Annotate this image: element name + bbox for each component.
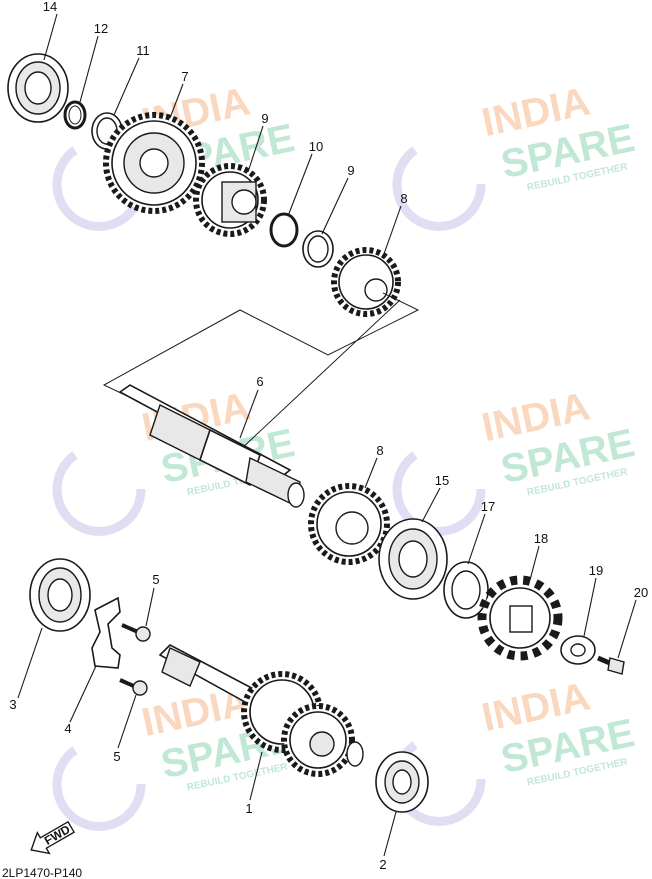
callout-4: 4 bbox=[64, 721, 71, 736]
callout-18: 18 bbox=[534, 531, 548, 546]
callout-3: 3 bbox=[9, 697, 16, 712]
watermark-4: INDIA SPARE REBUILD TOGETHER bbox=[392, 384, 638, 536]
part-11-washer[interactable] bbox=[302, 230, 334, 268]
part-10-gear[interactable] bbox=[331, 247, 401, 317]
callout-1: 1 bbox=[245, 801, 252, 816]
callout-8: 8 bbox=[376, 443, 383, 458]
callout-14: 12 bbox=[94, 21, 108, 36]
callout-17: 17 bbox=[481, 499, 495, 514]
callout-6: 6 bbox=[256, 374, 263, 389]
callout-19: 19 bbox=[589, 563, 603, 578]
callout-16: 14 bbox=[43, 0, 57, 14]
part-5-screw-upper[interactable] bbox=[121, 623, 151, 642]
callout-13: 11 bbox=[136, 43, 150, 58]
fwd-arrow: FWD bbox=[30, 820, 76, 855]
watermark-group: INDIA SPARE INDIA SPARE REBUILD TOGETHER… bbox=[52, 79, 638, 831]
part-5-screw-lower[interactable] bbox=[119, 678, 148, 696]
watermark-2: INDIA SPARE REBUILD TOGETHER bbox=[392, 79, 638, 231]
leader-lines bbox=[17, 13, 637, 857]
part-9-gear[interactable] bbox=[193, 163, 267, 237]
part-15-bearing[interactable] bbox=[378, 518, 448, 600]
callout-20: 20 bbox=[634, 585, 648, 600]
part-12-circlip[interactable] bbox=[269, 212, 299, 248]
part-4-retainer-plate[interactable] bbox=[91, 596, 121, 669]
part-14-circlip[interactable] bbox=[63, 100, 87, 130]
watermark-6: INDIA SPARE REBUILD TOGETHER bbox=[392, 674, 638, 826]
diagram-code: 2LP1470-P140 bbox=[2, 866, 82, 879]
callout-9: 9 bbox=[261, 111, 268, 126]
callout-7: 7 bbox=[181, 69, 188, 84]
callout-15: 15 bbox=[435, 473, 449, 488]
part-7-gear[interactable] bbox=[103, 112, 205, 214]
callout-labels: 14 12 11 7 9 10 9 8 6 8 15 17 18 19 20 5… bbox=[9, 0, 648, 872]
callout-11: 9 bbox=[347, 163, 354, 178]
part-16-bearing[interactable] bbox=[7, 53, 69, 123]
part-8-gear[interactable] bbox=[308, 483, 390, 565]
part-19-lock-washer[interactable] bbox=[560, 635, 596, 665]
part-17-oil-seal[interactable] bbox=[443, 561, 489, 619]
part-6-main-axle[interactable] bbox=[118, 384, 305, 508]
callout-12: 10 bbox=[309, 139, 323, 154]
part-20-bolt[interactable] bbox=[597, 655, 625, 675]
part-2-bearing[interactable] bbox=[375, 751, 429, 813]
part-1-countershaft[interactable] bbox=[158, 644, 364, 777]
callout-2: 2 bbox=[379, 857, 386, 872]
callout-5-lower: 5 bbox=[113, 749, 120, 764]
part-3-bearing[interactable] bbox=[29, 558, 91, 632]
callout-10: 8 bbox=[400, 191, 407, 206]
part-18-sprocket[interactable] bbox=[477, 575, 563, 661]
callout-5-upper: 5 bbox=[152, 572, 159, 587]
